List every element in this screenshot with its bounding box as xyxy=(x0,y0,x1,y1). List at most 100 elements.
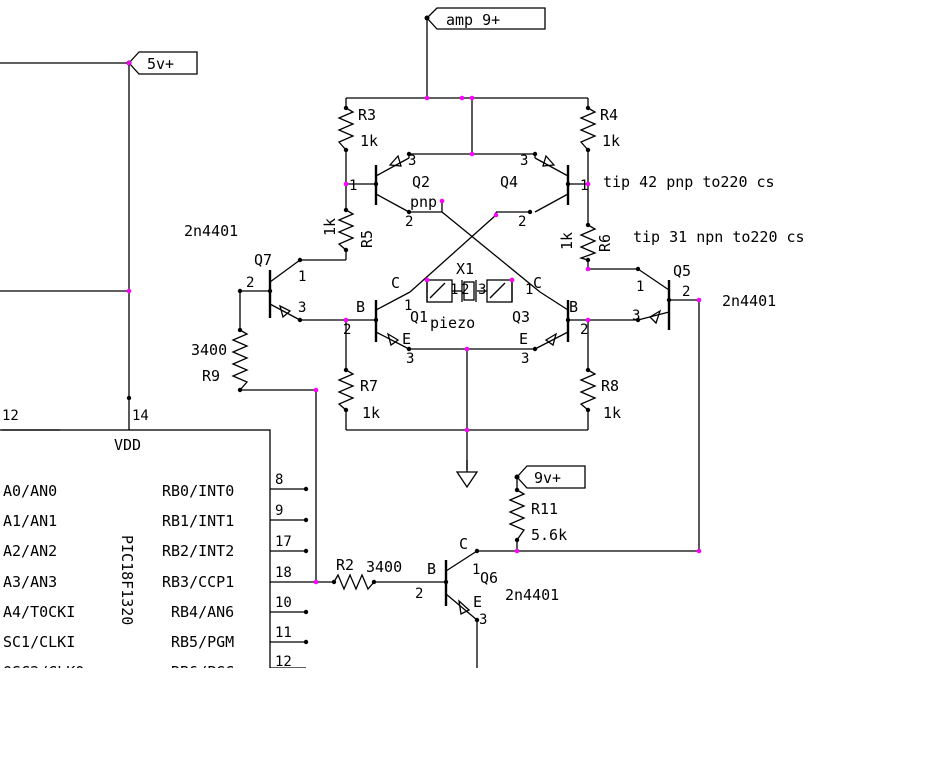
piezo-name: X1 xyxy=(456,260,474,278)
r7-value: 1k xyxy=(362,404,380,422)
q5-name: Q5 xyxy=(673,262,691,280)
pin-dots xyxy=(126,105,672,645)
mcu-right-pin: RB3/CCP1 xyxy=(162,573,234,591)
r8-name: R8 xyxy=(601,377,619,395)
ground-symbol xyxy=(455,460,479,489)
svg-text:2: 2 xyxy=(682,284,690,300)
svg-text:C: C xyxy=(391,274,400,292)
mcu-left-pin: A2/AN2 xyxy=(3,542,57,560)
svg-text:1: 1 xyxy=(472,562,480,578)
svg-text:B: B xyxy=(427,560,436,578)
mcu-right-pin: RB1/INT1 xyxy=(162,512,234,530)
mcu-left-pin: A3/AN3 xyxy=(3,573,57,591)
svg-text:2: 2 xyxy=(580,322,588,338)
mcu-right-pin: RB6/PGC xyxy=(171,663,234,681)
q4-name: Q4 xyxy=(500,173,518,191)
svg-text:C: C xyxy=(533,274,542,292)
mcu-pin-number: 9 xyxy=(275,503,283,519)
mcu-pin-number: 12 xyxy=(275,654,292,670)
transistor-q6: C B E 1 2 3 Q6 2n4401 xyxy=(415,535,559,628)
svg-text:E: E xyxy=(473,593,482,611)
transistor-q7: 2 1 3 Q7 2n4401 xyxy=(184,222,306,321)
mcu-pin-number: 11 xyxy=(275,625,292,641)
mcu-left-pin: OSC2/CLKO xyxy=(3,663,84,681)
piezo-label: piezo xyxy=(430,314,475,332)
svg-text:1: 1 xyxy=(450,282,458,298)
svg-text:2: 2 xyxy=(518,214,526,230)
mcu-left-pin-top: 12 xyxy=(2,408,19,424)
svg-text:1: 1 xyxy=(404,298,412,314)
r6-name: R6 xyxy=(596,234,614,252)
transistor-q1: C B E 1 2 3 Q1 xyxy=(343,274,428,367)
transistor-q3: C B E 2 3 Q3 xyxy=(512,274,588,367)
mcu-vdd-pin: 14 xyxy=(132,408,149,424)
r8-value: 1k xyxy=(603,404,621,422)
q7-part: 2n4401 xyxy=(184,222,238,240)
r4-name: R4 xyxy=(600,106,618,124)
mcu-left-pin: SC1/CLKI xyxy=(3,633,75,651)
resistor-r4: R4 1k xyxy=(579,106,620,151)
mcu-right-pin: RB5/PGM xyxy=(171,633,234,651)
svg-text:2: 2 xyxy=(405,214,413,230)
mcu-right-pin: RB4/AN6 xyxy=(171,603,234,621)
mcu-right-pin: RB2/INT2 xyxy=(162,542,234,560)
transistor-q2: 3 1 2 Q2 pnp xyxy=(349,153,437,230)
svg-text:1: 1 xyxy=(636,279,644,295)
net-label-amp: amp 9+ xyxy=(446,11,500,29)
mcu-left-pin: A4/T0CKI xyxy=(3,603,75,621)
svg-text:B: B xyxy=(569,298,578,316)
r5-value: 1k xyxy=(321,218,339,236)
mcu-part-name: PIC18F1320 xyxy=(118,535,136,625)
svg-text:2: 2 xyxy=(343,322,351,338)
svg-text:1: 1 xyxy=(580,178,588,194)
r2-name: R2 xyxy=(336,556,354,574)
resistor-r5: 1k R5 xyxy=(321,209,376,251)
resistor-r8: R8 1k xyxy=(579,369,621,422)
r11-name: R11 xyxy=(531,500,558,518)
net-flag-5v: 5v+ xyxy=(126,51,198,75)
q6-part: 2n4401 xyxy=(505,586,559,604)
svg-text:2: 2 xyxy=(461,282,469,298)
svg-text:2: 2 xyxy=(415,586,423,602)
q2-type: pnp xyxy=(410,193,437,211)
piezo-x1: X1 piezo 1 2 3 1 xyxy=(426,260,533,332)
svg-text:3: 3 xyxy=(521,351,529,367)
q5-part: 2n4401 xyxy=(722,292,776,310)
net-label-9v: 9v+ xyxy=(534,469,561,487)
mcu-vdd-label: VDD xyxy=(114,436,141,454)
pnp-note: tip 42 pnp to220 cs xyxy=(603,173,775,191)
q2-name: Q2 xyxy=(412,173,430,191)
svg-text:E: E xyxy=(519,330,528,348)
svg-text:3: 3 xyxy=(406,351,414,367)
net-label-5v: 5v+ xyxy=(147,55,174,73)
r5-name: R5 xyxy=(358,230,376,248)
svg-text:3: 3 xyxy=(520,153,528,169)
svg-text:1: 1 xyxy=(525,282,533,298)
q7-name: Q7 xyxy=(254,251,272,269)
svg-text:3: 3 xyxy=(298,300,306,316)
mcu-left-pin: A0/AN0 xyxy=(3,482,57,500)
mcu-pin-number: 8 xyxy=(275,472,283,488)
wires xyxy=(0,18,700,668)
r6-value: 1k xyxy=(558,232,576,250)
svg-text:2: 2 xyxy=(246,275,254,291)
resistor-r2: R2 3400 xyxy=(333,556,402,591)
junctions xyxy=(126,60,702,585)
svg-text:1: 1 xyxy=(349,178,357,194)
svg-text:3: 3 xyxy=(479,612,487,628)
svg-text:3: 3 xyxy=(408,153,416,169)
net-flag-amp: amp 9+ xyxy=(424,7,546,30)
r7-name: R7 xyxy=(360,377,378,395)
r11-value: 5.6k xyxy=(531,526,567,544)
q1-name: Q1 xyxy=(410,308,428,326)
r9-value: 3400 xyxy=(191,341,227,359)
mcu-right-pin: RB0/INT0 xyxy=(162,482,234,500)
resistor-r7: R7 1k xyxy=(337,369,380,422)
transistor-q4: 3 1 2 Q4 xyxy=(500,153,588,230)
npn-note: tip 31 npn to220 cs xyxy=(633,228,805,246)
mcu-pin-number: 18 xyxy=(275,565,292,581)
svg-text:E: E xyxy=(402,330,411,348)
q3-name: Q3 xyxy=(512,308,530,326)
svg-text:1: 1 xyxy=(298,269,306,285)
